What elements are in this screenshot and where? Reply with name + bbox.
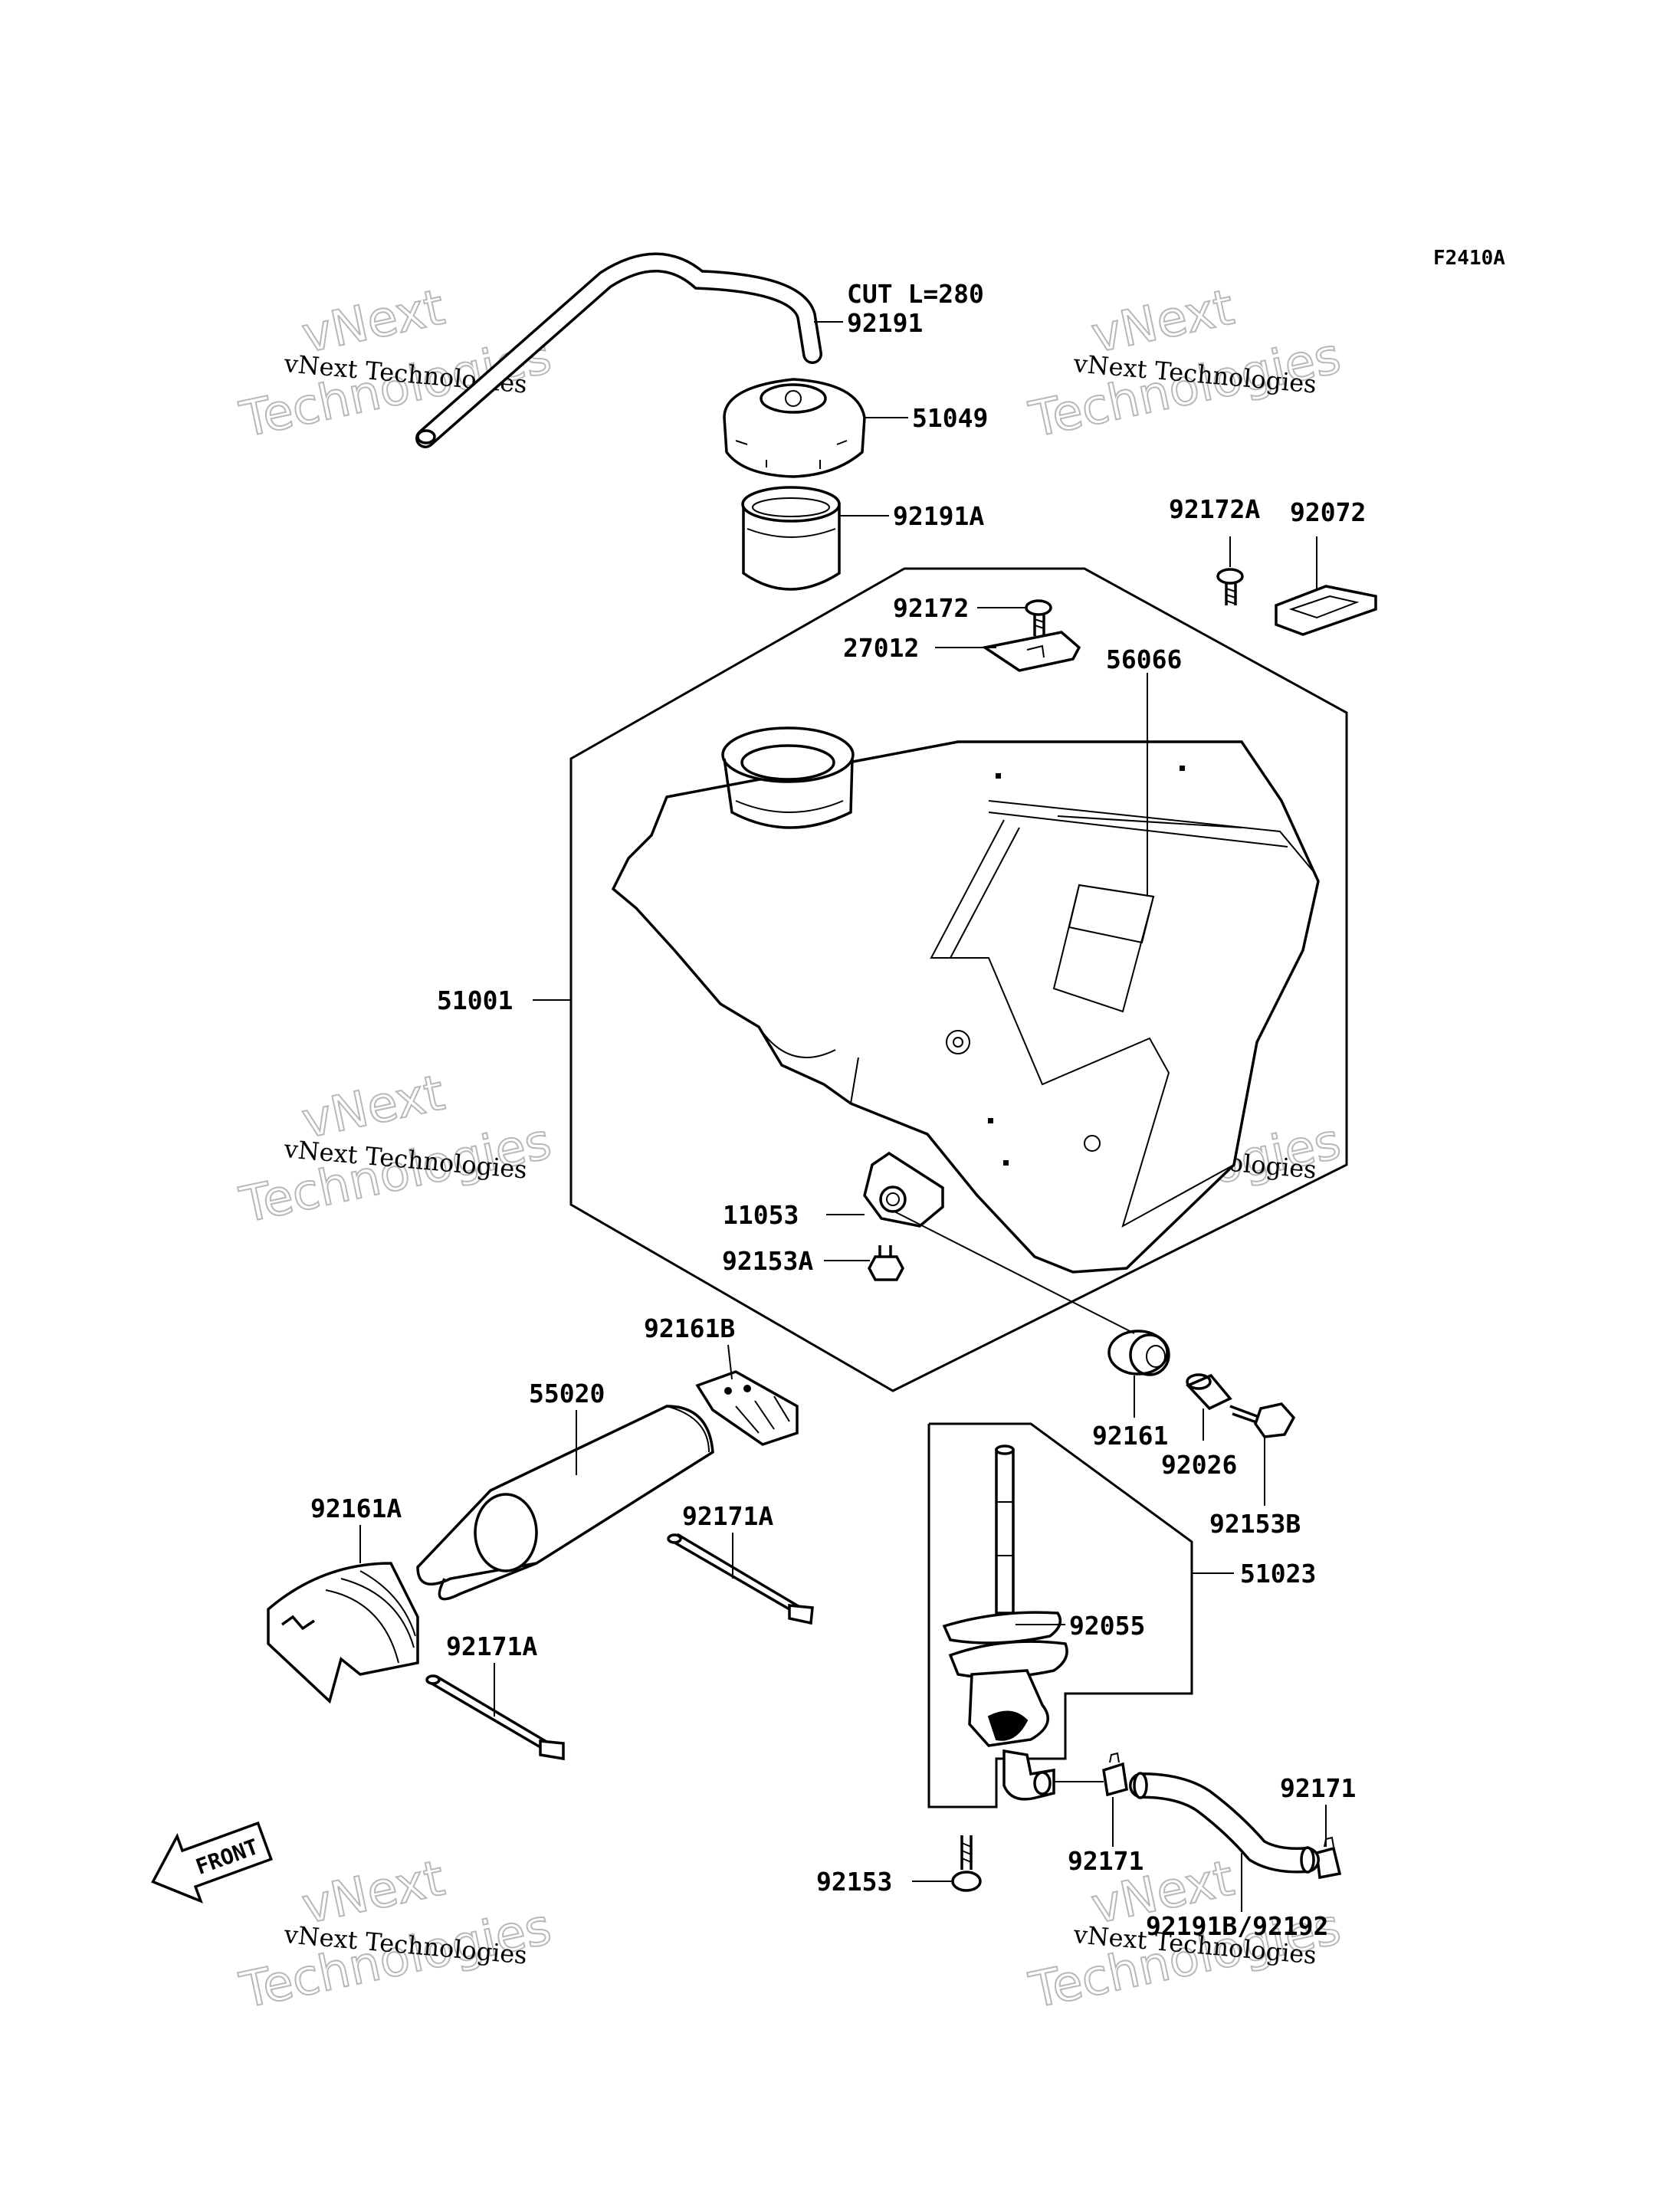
fuel-tank (611, 726, 1320, 1274)
bolt-92153A (868, 1245, 904, 1281)
callout-92171A-upper: 92171A (682, 1501, 773, 1531)
damper-92161 (1107, 1330, 1170, 1376)
watermark-mid-left: vNext Technologies vNext Technologies (235, 1064, 557, 1235)
callout-11053: 11053 (723, 1200, 799, 1230)
clamp-92171-right (1315, 1836, 1342, 1880)
fuel-tap (942, 1444, 1068, 1801)
callout-92172A: 92172A (1169, 494, 1260, 524)
callout-27012: 27012 (843, 633, 919, 663)
callout-92171-mid: 92171 (1068, 1846, 1144, 1876)
callout-92026: 92026 (1161, 1450, 1237, 1480)
callout-92072: 92072 (1290, 497, 1366, 527)
tank-assembly-frame (569, 567, 1348, 1392)
leader-lines (359, 321, 1327, 1912)
callout-92153A: 92153A (722, 1246, 813, 1276)
figure-id: F2410A (1433, 247, 1505, 270)
front-direction-arrow: FRONT (151, 1821, 273, 1904)
strap-92072 (1275, 585, 1377, 636)
clamp-92171-mid (1102, 1752, 1128, 1797)
screw-92153 (951, 1835, 982, 1892)
callout-cut-length: CUT L=280 (847, 279, 984, 309)
callout-92161: 92161 (1092, 1421, 1168, 1451)
bolt-92153B (1229, 1402, 1296, 1438)
bracket-27012 (981, 631, 1081, 672)
watermark-bottom-left: vNext Technologies vNext Technologies (235, 1849, 557, 2020)
callout-51001: 51001 (437, 985, 513, 1015)
band-92171A-lower (425, 1674, 565, 1761)
callout-92153: 92153 (816, 1867, 892, 1897)
fuel-cap (723, 378, 866, 478)
callout-51049: 51049 (912, 403, 988, 433)
callout-56066: 56066 (1106, 644, 1182, 674)
breather-hose (415, 252, 822, 448)
callout-92191: 92191 (847, 308, 923, 338)
fuel-hose (1129, 1772, 1320, 1874)
callout-92191B-92192: 92191B/92192 (1146, 1911, 1328, 1941)
pad-55020 (416, 1405, 714, 1601)
callout-92161B: 92161B (644, 1313, 735, 1343)
band-92171A-upper (667, 1533, 814, 1625)
filler-strainer (741, 486, 841, 591)
callout-55020: 55020 (529, 1379, 605, 1408)
callout-92171A-lower: 92171A (446, 1631, 537, 1661)
callout-92161A: 92161A (310, 1494, 402, 1523)
watermark-top-right: vNext Technologies vNext Technologies (1024, 278, 1347, 449)
rubber-92161B (695, 1370, 799, 1446)
callout-92172: 92172 (893, 593, 969, 623)
callout-51023: 51023 (1240, 1559, 1316, 1589)
screw-92172 (1025, 599, 1052, 636)
fuel-tap-assembly-frame (927, 1422, 1193, 1808)
callout-92171-right: 92171 (1280, 1773, 1356, 1803)
screw-92172A (1216, 568, 1244, 605)
collar-92026 (1186, 1373, 1232, 1411)
callout-92191A: 92191A (893, 501, 984, 531)
callout-92055: 92055 (1069, 1611, 1145, 1641)
tap-gasket-11053 (863, 1151, 944, 1228)
callout-92153B: 92153B (1209, 1509, 1301, 1539)
rubber-92161A (267, 1562, 419, 1704)
